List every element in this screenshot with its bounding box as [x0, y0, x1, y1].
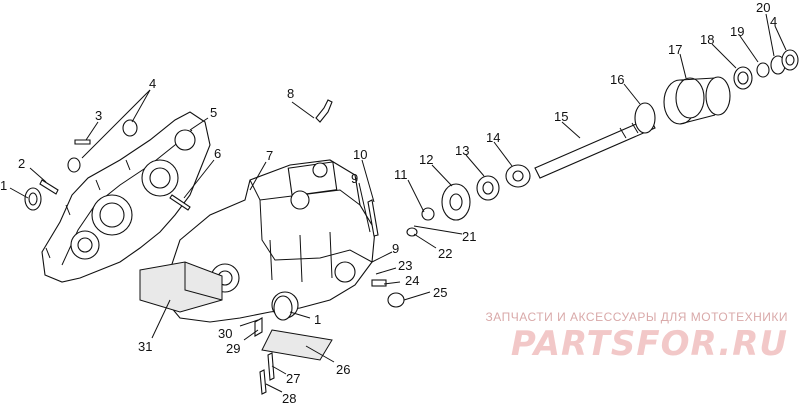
skid-bracket: [139, 261, 223, 313]
callout-28: 28: [282, 391, 296, 405]
callout-15: 15: [554, 109, 568, 124]
callout-4a: 4: [149, 76, 156, 91]
callout-17: 17: [668, 42, 682, 57]
callout-1b: 1: [314, 312, 321, 327]
watermark-logo: PARTSFOR.RU: [510, 324, 788, 364]
callout-7: 7: [266, 148, 273, 163]
callout-19: 19: [730, 24, 744, 39]
callout-20: 20: [756, 0, 770, 15]
callout-4b: 4: [770, 14, 777, 29]
callout-21: 21: [462, 229, 476, 244]
housing-cover: [41, 111, 211, 283]
callout-12: 12: [419, 152, 433, 167]
callout-22: 22: [438, 246, 452, 261]
callout-29: 29: [226, 341, 240, 356]
callout-1a: 1: [0, 178, 7, 193]
output-shaft-assembly: [534, 49, 799, 179]
callout-6: 6: [214, 146, 221, 161]
callout-13: 13: [455, 143, 469, 158]
callout-9b: 9: [392, 241, 399, 256]
callout-31: 31: [138, 339, 152, 354]
callout-5: 5: [210, 105, 217, 120]
callout-25: 25: [433, 285, 447, 300]
callout-3: 3: [95, 108, 102, 123]
watermark-caption: ЗАПЧАСТИ И АКСЕССУАРЫ ДЛЯ МОТОТЕХНИКИ: [485, 310, 788, 324]
callout-16: 16: [610, 72, 624, 87]
callout-8: 8: [287, 86, 294, 101]
callout-2: 2: [18, 156, 25, 171]
callout-24: 24: [405, 273, 419, 288]
callout-14: 14: [486, 130, 500, 145]
callout-27: 27: [286, 371, 300, 386]
callout-9a: 9: [351, 171, 358, 186]
callout-11: 11: [394, 167, 408, 182]
leader-lines: [9, 13, 787, 393]
callout-26: 26: [336, 362, 350, 377]
small-parts: [24, 99, 418, 395]
callout-23: 23: [398, 258, 412, 273]
callout-30: 30: [218, 326, 232, 341]
bearings-washers: [421, 164, 531, 221]
callout-labels: 1 2 3 4 5 6 7 8 9 10 11 12 13 14 15 16 1…: [0, 0, 777, 405]
callout-10: 10: [353, 147, 367, 162]
callout-18: 18: [700, 32, 714, 47]
